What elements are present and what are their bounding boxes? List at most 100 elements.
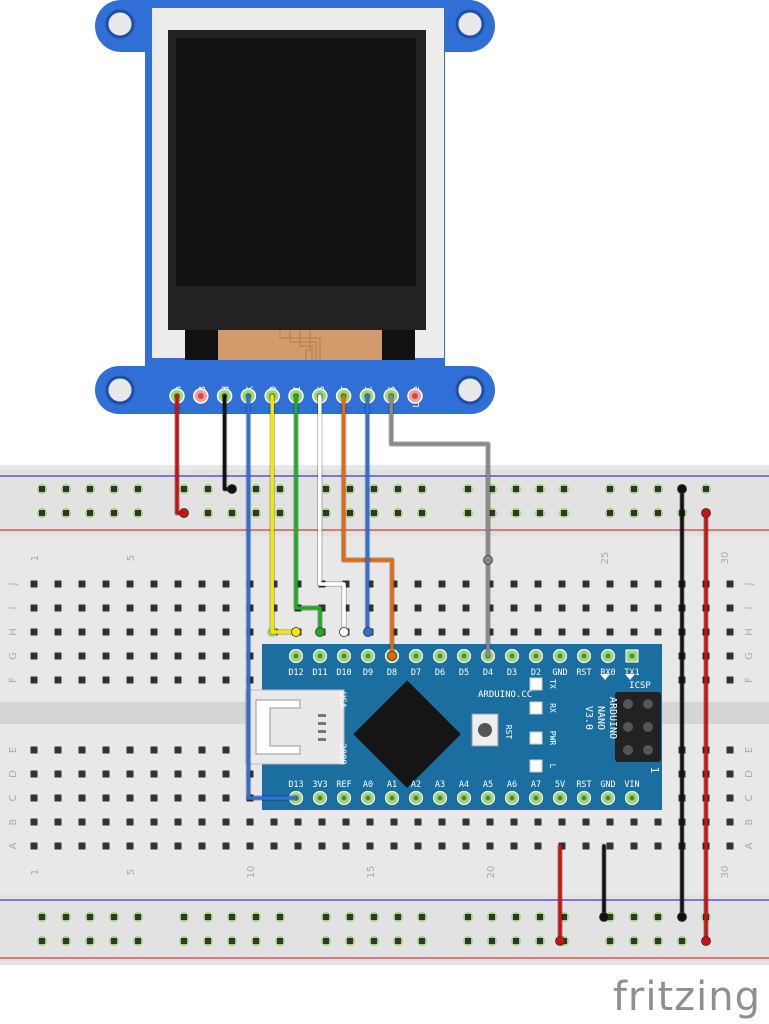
rail-hole <box>561 914 567 920</box>
nano-bottom-pin-label: A0 <box>363 780 373 790</box>
rail-hole <box>537 510 543 516</box>
rail-hole <box>513 510 519 516</box>
status-led <box>529 759 543 773</box>
row-letter: B <box>744 818 755 825</box>
row-letter: F <box>744 677 755 683</box>
breadboard-hole <box>126 818 134 826</box>
flex-traces <box>279 330 321 360</box>
breadboard-hole <box>630 842 638 850</box>
column-number: 15 <box>366 866 377 879</box>
nano-top-pin-hole <box>317 653 323 659</box>
rail-hole <box>63 938 69 944</box>
breadboard-hole <box>222 818 230 826</box>
breadboard-hole <box>150 676 158 684</box>
rail-hole <box>135 486 141 492</box>
breadboard-hole <box>150 842 158 850</box>
rail-hole <box>205 914 211 920</box>
breadboard-hole <box>270 604 278 612</box>
breadboard-hole <box>606 842 614 850</box>
breadboard-hole <box>54 794 62 802</box>
breadboard-hole <box>414 842 422 850</box>
breadboard-hole <box>198 770 206 778</box>
breadboard-hole <box>198 842 206 850</box>
breadboard-hole <box>438 842 446 850</box>
breadboard-hole <box>222 580 230 588</box>
breadboard-hole <box>222 652 230 660</box>
rail-hole <box>679 938 685 944</box>
icsp-label: ICSP <box>629 681 651 691</box>
status-led-label: PWR <box>548 731 557 746</box>
rail-hole <box>229 914 235 920</box>
rail-hole <box>229 938 235 944</box>
breadboard-hole <box>78 580 86 588</box>
breadboard-hole <box>582 842 590 850</box>
wire-so <box>270 394 298 634</box>
breadboard-hole <box>222 604 230 612</box>
breadboard-hole <box>54 628 62 636</box>
breadboard-hole <box>486 818 494 826</box>
breadboard-hole <box>486 604 494 612</box>
breadboard-hole <box>318 604 326 612</box>
breadboard-hole <box>270 580 278 588</box>
usb-contacts <box>318 714 326 741</box>
wire-end <box>179 508 189 518</box>
breadboard-hole <box>558 628 566 636</box>
breadboard-hole <box>150 770 158 778</box>
breadboard-hole <box>726 628 734 636</box>
breadboard-hole <box>198 604 206 612</box>
nano-top-pin-label: D11 <box>312 668 327 678</box>
rail-hole <box>395 486 401 492</box>
breadboard-hole <box>534 580 542 588</box>
nano-bottom-pin-hole <box>581 795 587 801</box>
rail-hole <box>465 914 471 920</box>
breadboard-hole <box>102 842 110 850</box>
breadboard-hole <box>294 580 302 588</box>
rail-hole <box>537 938 543 944</box>
nano-top-pin-hole <box>461 653 467 659</box>
nano-top-pin-label: RX0 <box>600 668 615 678</box>
row-letter: G <box>744 652 755 660</box>
rail-hole <box>323 510 329 516</box>
rail-hole <box>111 938 117 944</box>
tx-arrow <box>600 674 610 680</box>
nano-bottom-pin-label: VIN <box>624 780 639 790</box>
breadboard-hole <box>630 580 638 588</box>
breadboard-hole <box>54 818 62 826</box>
nano-bottom-pin-label: 3V3 <box>312 780 327 790</box>
breadboard-hole <box>726 652 734 660</box>
nano-top-pin-label: D5 <box>459 668 469 678</box>
breadboard-hole <box>366 818 374 826</box>
rail-hole <box>419 938 425 944</box>
breadboard-hole <box>174 628 182 636</box>
breadboard-hole <box>318 818 326 826</box>
breadboard-hole <box>630 604 638 612</box>
breadboard-hole <box>582 628 590 636</box>
row-letter: H <box>744 628 755 636</box>
wire-end <box>677 912 687 922</box>
nano-bottom-pin-hole <box>557 795 563 801</box>
nano-bottom-pin-hole <box>605 795 611 801</box>
breadboard-hole <box>438 604 446 612</box>
breadboard-hole <box>510 628 518 636</box>
breadboard-hole <box>582 604 590 612</box>
breadboard-hole <box>558 842 566 850</box>
row-letter: A <box>744 842 755 849</box>
breadboard-hole <box>510 818 518 826</box>
rail-hole <box>253 510 259 516</box>
breadboard-hole <box>342 818 350 826</box>
rail-hole <box>419 486 425 492</box>
breadboard-hole <box>174 818 182 826</box>
nano-top-pin-label: D8 <box>387 668 397 678</box>
rail-hole <box>63 914 69 920</box>
rail-hole <box>489 914 495 920</box>
nano-top-pin-label: D3 <box>507 668 517 678</box>
breadboard-hole <box>414 604 422 612</box>
breadboard-hole <box>534 818 542 826</box>
column-number: 20 <box>486 866 497 879</box>
nano-bottom-pin-label: A2 <box>411 780 421 790</box>
rail-hole <box>63 486 69 492</box>
reset-button-cap <box>478 723 492 737</box>
row-letter: E <box>8 747 19 753</box>
rail-hole <box>253 486 259 492</box>
